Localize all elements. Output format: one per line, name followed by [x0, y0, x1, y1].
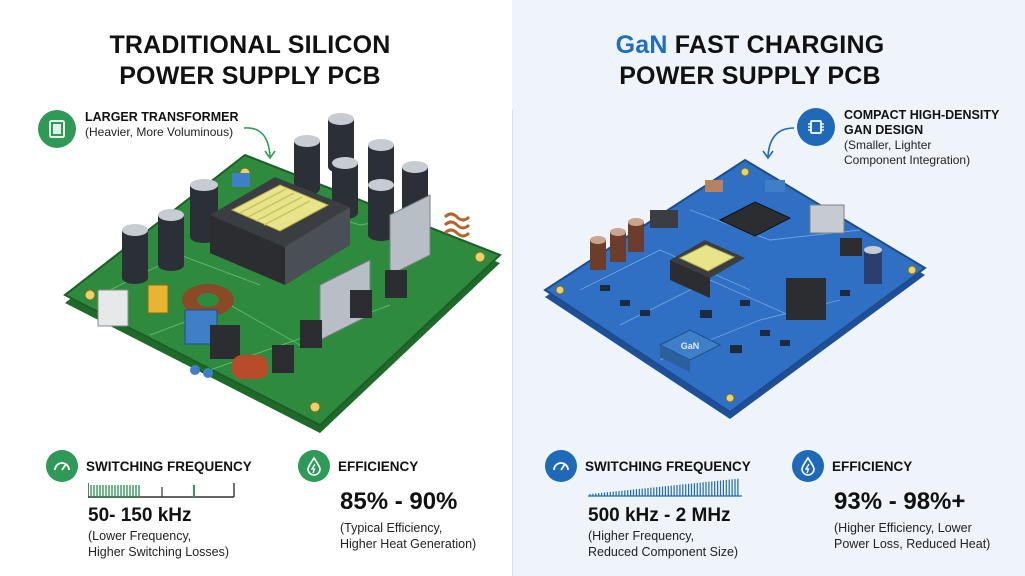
gan-callout-title2: GAN DESIGN	[844, 123, 924, 137]
drop-bolt-icon	[792, 450, 824, 482]
silicon-heatsink	[272, 194, 431, 373]
gan-frequency: SWITCHING FREQUENCY	[545, 450, 751, 482]
silicon-frequency: SWITCHING FREQUENCY	[46, 450, 252, 482]
silicon-pcb-illustration	[63, 113, 502, 433]
transformer-callout: LARGER TRANSFORMER (Heavier, More Volumi…	[38, 110, 238, 148]
gan-efficiency-sub2: Power Loss, Reduced Heat)	[834, 537, 991, 551]
transformer-callout-arrow	[243, 127, 276, 160]
gan-callout-arrow	[762, 127, 795, 160]
gan-efficiency-title: EFFICIENCY	[832, 458, 913, 474]
gan-callout-sub2: Component Integration)	[844, 153, 971, 167]
gan-title: GaN FAST CHARGING POWER SUPPLY PCB	[540, 30, 960, 92]
gan-callout-sub1: (Smaller, Lighter	[844, 138, 932, 152]
gauge-icon	[545, 450, 577, 482]
gan-title-accent: GaN	[615, 31, 668, 59]
gan-title-line2: POWER SUPPLY PCB	[619, 62, 881, 90]
gan-title-line1: GaN FAST CHARGING	[540, 30, 960, 61]
silicon-efficiency-sub2: Higher Heat Generation)	[340, 537, 477, 551]
gan-frequency-sub2: Reduced Component Size)	[588, 545, 739, 559]
silicon-efficiency-title: EFFICIENCY	[338, 458, 419, 474]
silicon-efficiency-sub1: (Typical Efficiency,	[340, 521, 443, 535]
gan-chip: GaN	[658, 329, 722, 372]
chip-icon	[797, 108, 835, 146]
silicon-efficiency-value: 85% - 90%	[340, 488, 458, 515]
silicon-title-line1: TRADITIONAL SILICON	[109, 31, 391, 59]
gan-frequency-bar	[588, 478, 742, 497]
gan-callout: COMPACT HIGH-DENSITY GAN DESIGN (Smaller…	[797, 108, 999, 168]
gan-chip-label: GaN	[681, 341, 700, 351]
gan-callout-title1: COMPACT HIGH-DENSITY	[844, 108, 1000, 122]
transformer-callout-title: LARGER TRANSFORMER	[85, 110, 239, 124]
gan-frequency-value: 500 kHz - 2 MHz	[588, 505, 731, 526]
gan-title-line1-rest: FAST CHARGING	[667, 31, 885, 59]
transformer-icon	[38, 110, 76, 148]
transformer-callout-sub: (Heavier, More Voluminous)	[85, 125, 234, 139]
gan-pcb-illustration: GaN	[543, 158, 927, 419]
panel-divider	[512, 110, 513, 576]
gan-efficiency-value: 93% - 98%+	[834, 488, 966, 515]
silicon-frequency-bar	[88, 483, 235, 498]
silicon-frequency-sub1: (Lower Frequency,	[88, 529, 192, 543]
gan-efficiency-sub1: (Higher Efficiency, Lower	[834, 521, 972, 535]
silicon-frequency-sub2: Higher Switching Losses)	[88, 545, 230, 559]
silicon-title: TRADITIONAL SILICON POWER SUPPLY PCB	[40, 30, 460, 92]
gan-frequency-title: SWITCHING FREQUENCY	[585, 458, 751, 474]
silicon-frequency-value: 50- 150 kHz	[88, 505, 192, 526]
silicon-frequency-title: SWITCHING FREQUENCY	[86, 458, 252, 474]
gan-frequency-sub1: (Higher Frequency,	[588, 529, 695, 543]
silicon-title-line2: POWER SUPPLY PCB	[119, 62, 381, 90]
silicon-transformer	[210, 177, 350, 285]
silicon-efficiency: EFFICIENCY	[298, 450, 418, 482]
silicon-toroid	[182, 284, 234, 316]
gauge-icon	[46, 450, 78, 482]
drop-bolt-icon	[298, 450, 330, 482]
gan-efficiency: EFFICIENCY	[792, 450, 912, 482]
silicon-capacitors	[122, 113, 428, 284]
